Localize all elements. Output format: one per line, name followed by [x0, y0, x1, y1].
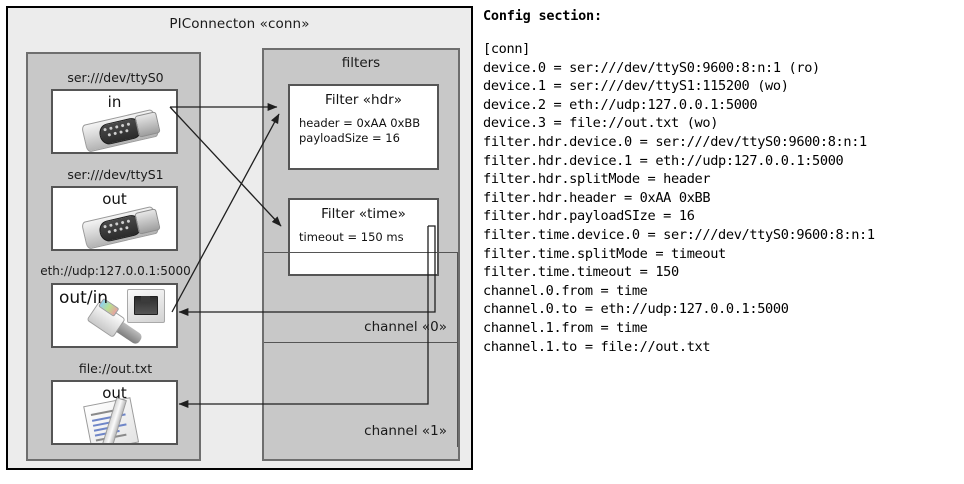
filter-properties: timeout = 150 ms: [299, 230, 404, 245]
config-line: filter.hdr.header = 0xAA 0xBB: [483, 189, 711, 206]
device-label: ser:///dev/ttyS0: [67, 70, 164, 85]
device-direction: out: [102, 190, 127, 208]
config-line: device.2 = eth://udp:127.0.0.1:5000: [483, 96, 758, 113]
device-label: ser:///dev/ttyS1: [67, 167, 164, 182]
channel-row-0: channel «0»: [264, 252, 458, 343]
config-listing: [conn] device.0 = ser:///dev/ttyS0:9600:8…: [483, 40, 961, 356]
filters-panel-title: filters: [341, 55, 381, 71]
config-line: channel.0.from = time: [483, 282, 648, 299]
filter-properties: header = 0xAA 0xBB payloadSize = 16: [299, 116, 420, 146]
device-direction: out/in: [59, 288, 109, 308]
device-label: file://out.txt: [78, 361, 153, 376]
filter-property: payloadSize = 16: [299, 131, 400, 145]
text-document-icon: [83, 395, 153, 443]
device-direction: in: [107, 93, 122, 111]
config-section: Config section: [conn] device.0 = ser:///…: [483, 8, 961, 356]
page-title: PIConnecton «conn»: [169, 16, 310, 32]
config-line: filter.time.timeout = 150: [483, 264, 679, 281]
filter-title: Filter «hdr»: [325, 92, 402, 108]
filter-property: header = 0xAA 0xBB: [299, 116, 421, 130]
config-line: filter.hdr.payloadSIze = 16: [483, 208, 695, 225]
ethernet-jack-icon: [127, 289, 165, 323]
filter-property: timeout = 150 ms: [299, 230, 404, 244]
device-label: eth://udp:127.0.0.1:5000: [40, 264, 191, 278]
device-card[interactable]: out: [51, 186, 178, 251]
filter-title: Filter «time»: [321, 206, 406, 222]
config-line: filter.hdr.device.0 = ser:///dev/ttyS0:9…: [483, 133, 867, 150]
filter-card-hdr[interactable]: Filter «hdr» header = 0xAA 0xBB payloadS…: [288, 84, 439, 170]
config-line: filter.time.device.0 = ser:///dev/ttyS0:…: [483, 226, 875, 243]
config-line: device.0 = ser:///dev/ttyS0:9600:8:n:1 (…: [483, 59, 820, 76]
config-line: device.1 = ser:///dev/ttyS1:115200 (wo): [483, 78, 789, 95]
channel-label: channel «1»: [364, 423, 447, 439]
config-line: channel.0.to = eth://udp:127.0.0.1:5000: [483, 301, 789, 318]
config-heading: Config section:: [483, 8, 602, 24]
config-line: channel.1.from = time: [483, 319, 648, 336]
config-line: [conn]: [483, 41, 531, 57]
devices-panel: ser:///dev/ttyS0 in: [26, 52, 201, 461]
config-line: filter.time.splitMode = timeout: [483, 245, 726, 262]
device-card[interactable]: in: [51, 89, 178, 154]
filters-panel: filters Filter «hdr» header = 0xAA 0xBB …: [262, 48, 460, 461]
config-line: device.3 = file://out.txt (wo): [483, 115, 719, 132]
config-line: filter.hdr.device.1 = eth://udp:127.0.0.…: [483, 152, 844, 169]
config-line: filter.hdr.splitMode = header: [483, 171, 711, 188]
config-line: channel.1.to = file://out.txt: [483, 338, 711, 355]
device-card[interactable]: out/in: [51, 283, 178, 348]
channel-label: channel «0»: [364, 319, 447, 335]
device-direction: out: [102, 384, 127, 402]
component-frame: PIConnecton «conn» ser:///dev/ttyS0 in: [6, 6, 473, 470]
device-card[interactable]: out: [51, 380, 178, 445]
channel-row-1: channel «1»: [264, 342, 458, 447]
